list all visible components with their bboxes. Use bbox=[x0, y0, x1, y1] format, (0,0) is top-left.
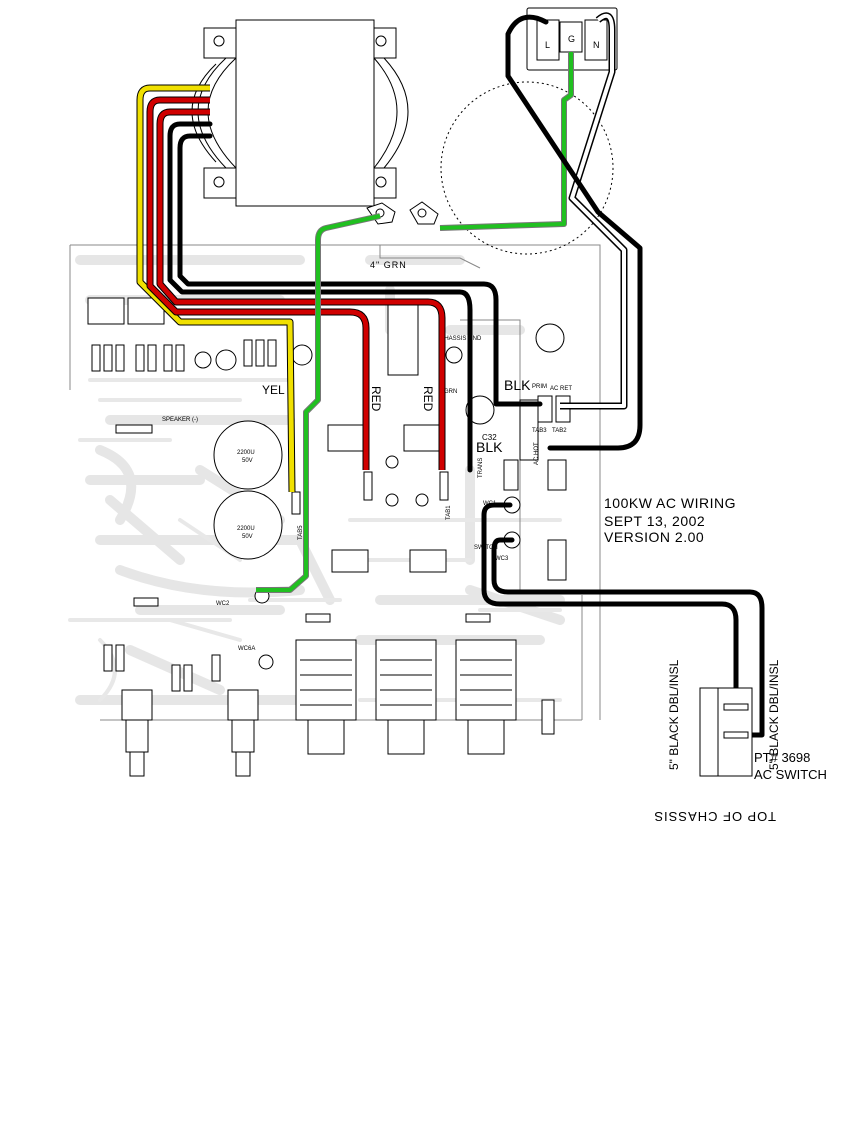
ac-inlet-l-terminal bbox=[536, 19, 560, 61]
mount-hole-icon bbox=[375, 35, 387, 47]
cap2-volt: 50V bbox=[242, 534, 253, 540]
ground-lug-left bbox=[366, 202, 396, 225]
yellow-wire bbox=[137, 85, 295, 493]
ac-inlet-n-label: N bbox=[593, 40, 600, 50]
cap1-volt: 50V bbox=[242, 458, 253, 464]
trans-label: TRANS bbox=[478, 458, 484, 478]
red-wire-2 bbox=[157, 109, 445, 470]
transformer-core bbox=[235, 19, 375, 207]
label-black-dbl-2: 5" BLACK DBL/INSL bbox=[767, 659, 781, 770]
c32-label: C32 bbox=[482, 433, 497, 442]
wc-terminal bbox=[445, 346, 463, 364]
black-hot-wire bbox=[505, 14, 643, 451]
wc6a-terminal bbox=[258, 654, 274, 670]
speaker-label: SPEAKER (-) bbox=[162, 417, 198, 423]
mount-hole-icon bbox=[375, 176, 387, 188]
capacitor-1 bbox=[213, 420, 283, 490]
white-neutral-wire bbox=[560, 13, 626, 408]
black-switch-wire-2 bbox=[491, 537, 765, 738]
jack-1 bbox=[295, 639, 357, 755]
title-line-2: SEPT 13, 2002 bbox=[604, 513, 705, 529]
dashed-fuse-area bbox=[440, 81, 614, 255]
wc6a-label: WC6A bbox=[238, 646, 255, 652]
ac-inlet-n-terminal bbox=[584, 19, 608, 61]
ac-inlet-l-label: L bbox=[545, 40, 550, 50]
ac-ret-label: AC RET bbox=[550, 386, 572, 392]
prim-label: PRIM bbox=[532, 384, 547, 390]
pcb-outline bbox=[69, 244, 601, 721]
label-blk-1: BLK bbox=[504, 377, 531, 393]
green-wire-4in bbox=[256, 214, 381, 592]
transformer bbox=[191, 19, 409, 207]
wire-harness bbox=[136, 12, 765, 738]
switch-part-number: PT# 3698 bbox=[754, 750, 810, 765]
wc2-label: WC2 bbox=[216, 601, 230, 607]
label-grn-small: GRN bbox=[444, 389, 457, 395]
label-red-2: RED bbox=[421, 386, 435, 412]
top-of-chassis-label: TOP OF CHASSIS bbox=[653, 809, 776, 824]
tab2-label: TAB2 bbox=[552, 428, 567, 434]
ac-inlet: L G N bbox=[526, 7, 618, 71]
chassis-gnd-label: CHASSIS GND bbox=[440, 336, 482, 342]
title-line-1: 100KW AC WIRING bbox=[604, 495, 736, 511]
speaker-tab bbox=[115, 424, 153, 434]
title-line-3: VERSION 2.00 bbox=[604, 529, 704, 545]
red-wire-1 bbox=[147, 97, 369, 470]
label-red-1: RED bbox=[369, 386, 383, 412]
jack-2 bbox=[375, 639, 437, 755]
wc3-label: WC3 bbox=[495, 556, 509, 562]
mount-hole-icon bbox=[213, 35, 225, 47]
capacitor-2 bbox=[213, 490, 283, 560]
switch-name: AC SWITCH bbox=[754, 767, 827, 782]
tab3-label: TAB3 bbox=[532, 428, 547, 434]
ac-hot-label: AC HOT bbox=[534, 442, 540, 465]
label-black-dbl-1: 5" BLACK DBL/INSL bbox=[667, 659, 681, 770]
label-4in-grn: 4" GRN bbox=[370, 260, 407, 270]
black-wire-trans-1 bbox=[167, 121, 473, 473]
ground-lugs bbox=[366, 201, 439, 225]
black-wire-trans-2 bbox=[177, 133, 543, 407]
black-switch-wire-1 bbox=[481, 502, 739, 711]
pcb-traces bbox=[68, 255, 565, 705]
cap2-value: 2200U bbox=[237, 526, 255, 532]
ac-inlet-g-label: G bbox=[568, 34, 575, 44]
label-yel: YEL bbox=[262, 383, 285, 397]
ac-switch bbox=[699, 687, 753, 777]
green-wire-inlet bbox=[439, 52, 573, 230]
led bbox=[541, 699, 555, 735]
ic-chip bbox=[87, 297, 125, 325]
jack-3 bbox=[455, 639, 517, 755]
mount-hole-icon bbox=[213, 176, 225, 188]
heatsink bbox=[387, 304, 419, 376]
tab3-terminal bbox=[537, 395, 553, 423]
label-blk-2: BLK bbox=[476, 439, 503, 455]
tab5-label: TAB5 bbox=[298, 525, 304, 540]
cap1-value: 2200U bbox=[237, 450, 255, 456]
board-components: SPEAKER (-) 2200U 50V 2200U 50V CHASSIS … bbox=[87, 297, 572, 777]
tab1-label: TAB1 bbox=[446, 505, 452, 520]
ground-lug-right bbox=[409, 201, 439, 225]
